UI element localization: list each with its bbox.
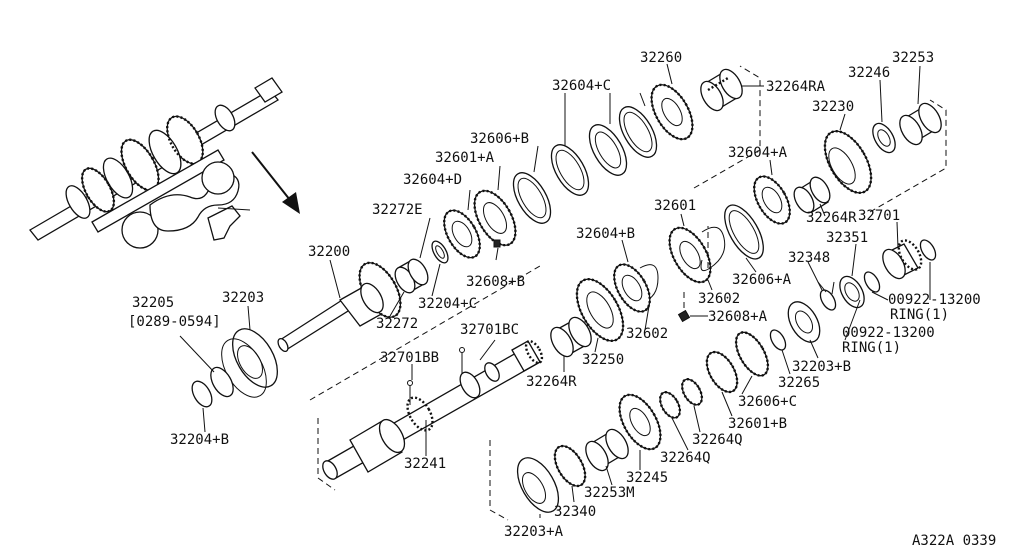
gear-32340 [553,444,587,488]
washer-32204-b [191,380,213,408]
label-32602-lower: 32602 [626,326,668,342]
label-00922-13200-lower: 00922-13200 [842,325,935,341]
label-32606-c: 32606+C [738,394,797,410]
label-32351: 32351 [826,230,868,246]
countershaft-32241 [322,339,544,480]
label-32604-d: 32604+D [403,172,462,188]
needle-bearing-32264r-lower [550,316,592,358]
label-32264r-upper: 32264R [806,210,857,226]
label-32253m: 32253M [584,485,635,501]
label-32203-a: 32203+A [504,524,564,540]
assembly-overview-illustration [29,77,283,249]
synchro-ring-32606-c [734,331,770,377]
gear-32701 [882,239,923,280]
label-32204-b: 32204+B [170,432,229,448]
bearing-32203-a [516,457,560,513]
label-32203-b: 32203+B [792,359,851,375]
label-32205: 32205 [132,295,174,311]
needle-bearings-32264q [658,378,704,419]
label-32604-c: 32604+C [552,78,611,94]
label-0289-0594: [0289-0594] [128,314,221,330]
washer-32246 [872,122,896,154]
gear-32604-d [443,209,481,259]
label-32602-upper: 32602 [698,291,740,307]
label-32272: 32272 [376,316,418,332]
label-32601: 32601 [654,198,696,214]
label-32606-b: 32606+B [470,131,529,147]
synchro-hub-32601-a [473,189,517,248]
diagram-reference-code: A322A 0339 [912,533,996,549]
label-32608-b: 32608+B [466,274,525,290]
synchro-rings-32604-c [550,106,658,196]
synchro-ring-32606-a [724,204,764,260]
gear-32604-a [753,175,791,225]
markers-32701 [407,347,465,405]
synchro-hub-32601-b [705,350,739,394]
label-32701: 32701 [858,208,900,224]
label-00922-13200-upper: 00922-13200 [888,292,981,308]
label-32264ra: 32264RA [766,79,826,95]
label-32340: 32340 [554,504,596,520]
label-32606-a: 32606+A [732,272,792,288]
label-32272e: 32272E [372,202,423,218]
label-32250: 32250 [582,352,624,368]
leader-lines [179,63,931,518]
direction-arrow [251,151,300,214]
label-32601-a: 32601+A [435,150,495,166]
label-32203: 32203 [222,290,264,306]
label-ring-1-lower: RING(1) [842,340,901,356]
gear-32250 [575,278,625,342]
bearing-32203-b [787,301,821,343]
label-32601-b: 32601+B [728,416,787,432]
label-32264q-upper: 32264Q [692,432,743,448]
synchro-ring-32606-b [512,172,552,224]
label-32701bc: 32701BC [460,322,519,338]
part-labels: 32260 32604+C 32264RA 32253 32246 32230 … [128,50,996,549]
needle-bearing-32272 [394,258,429,294]
label-32246: 32246 [848,65,890,81]
label-32264r-lower: 32264R [526,374,577,390]
washer-32204-c [431,240,449,264]
label-ring-1-upper: RING(1) [890,307,949,323]
ring-00922-lower [863,271,881,293]
label-32604-a: 32604+A [728,145,788,161]
bearing-32203 [221,328,278,398]
needle-bearing-32264ra [700,68,743,112]
snap-ring-32205 [210,366,234,398]
label-32241: 32241 [404,456,446,472]
label-32604-b: 32604+B [576,226,635,242]
label-32230: 32230 [812,99,854,115]
bushing-32253m [585,428,629,472]
label-32200: 32200 [308,244,350,260]
main-input-shaft-32200 [277,261,402,353]
gear-32245 [618,393,662,451]
label-32245: 32245 [626,470,668,486]
ring-32265 [769,329,787,351]
label-32264q-lower: 32264Q [660,450,711,466]
label-32348: 32348 [788,250,830,266]
label-32701bb: 32701BB [380,350,439,366]
bushing-32253 [899,102,942,146]
ring-00922-upper [919,239,937,261]
label-32608-a: 32608+A [708,309,768,325]
label-32260: 32260 [640,50,682,66]
synchro-hub-32601 [668,226,712,284]
label-32204-c: 32204+C [418,296,477,312]
insert-32608-a [677,292,691,323]
label-32253: 32253 [892,50,934,66]
bearing-32351 [839,275,865,309]
gear-32604-b [613,263,651,313]
gear-32230 [823,130,873,194]
gear-32260 [650,83,694,141]
label-32265: 32265 [778,375,820,391]
